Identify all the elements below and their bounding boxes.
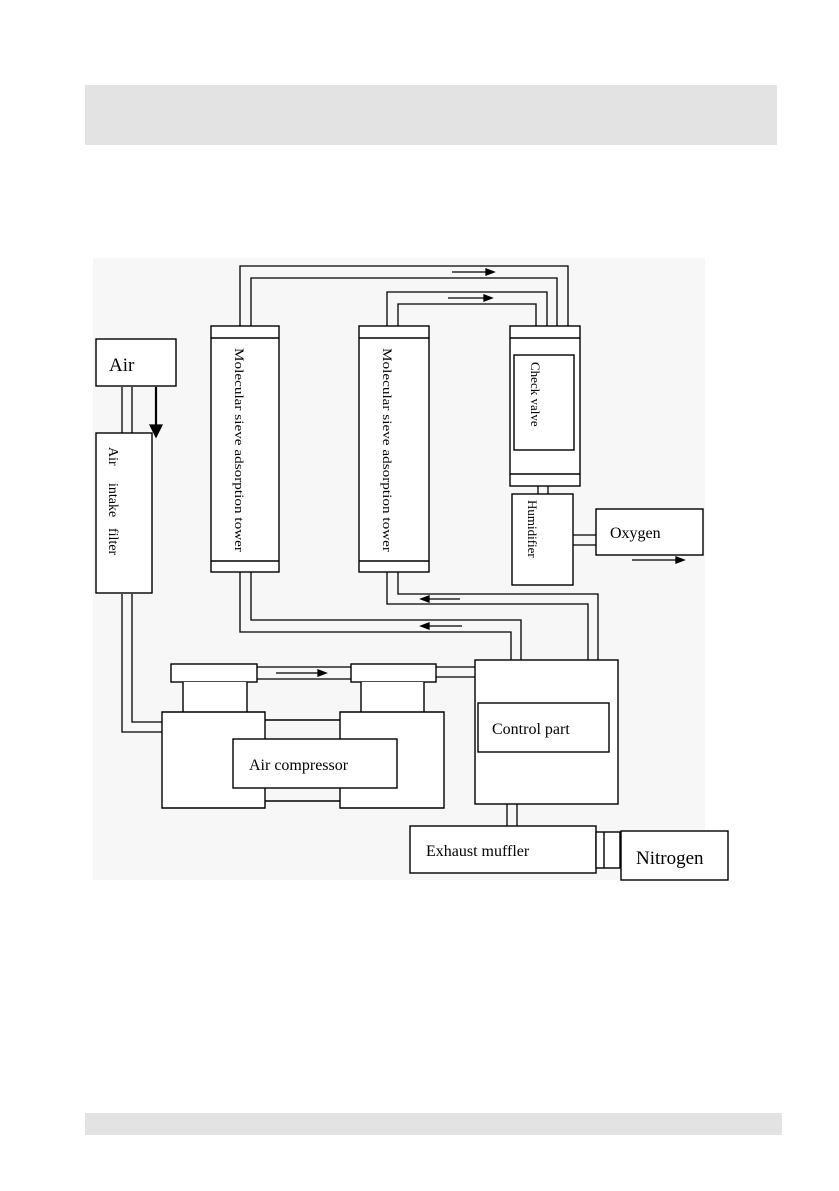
check-valve-housing (510, 326, 580, 486)
nitrogen-label: Nitrogen (636, 848, 704, 869)
air-intake-filter-label-3: filter (105, 528, 120, 556)
control-part-label: Control part (492, 721, 570, 738)
humidifier-label: Humidifier (525, 500, 540, 558)
air-compressor-label: Air compressor (249, 757, 349, 774)
air-box (96, 339, 176, 386)
humidifier-box (512, 494, 573, 585)
air-intake-filter-label-2: intake (105, 483, 120, 517)
check-valve-label: Check valve (528, 362, 543, 427)
check-valve-inner (514, 355, 574, 450)
air-label: Air (109, 355, 135, 376)
tower-right-label: Molecular sieve adsorption tower (380, 348, 395, 553)
air-intake-filter-label-1: Air (105, 447, 120, 466)
muffler-connector (596, 832, 620, 868)
tower-left-label: Molecular sieve adsorption tower (232, 348, 247, 553)
footer-band (85, 1113, 782, 1135)
compressor-head-right (351, 664, 436, 682)
oxygen-label: Oxygen (610, 525, 661, 542)
air-intake-filter-box (96, 433, 152, 593)
compressor-head-left (171, 664, 257, 682)
exhaust-muffler-label: Exhaust muffler (426, 843, 530, 860)
